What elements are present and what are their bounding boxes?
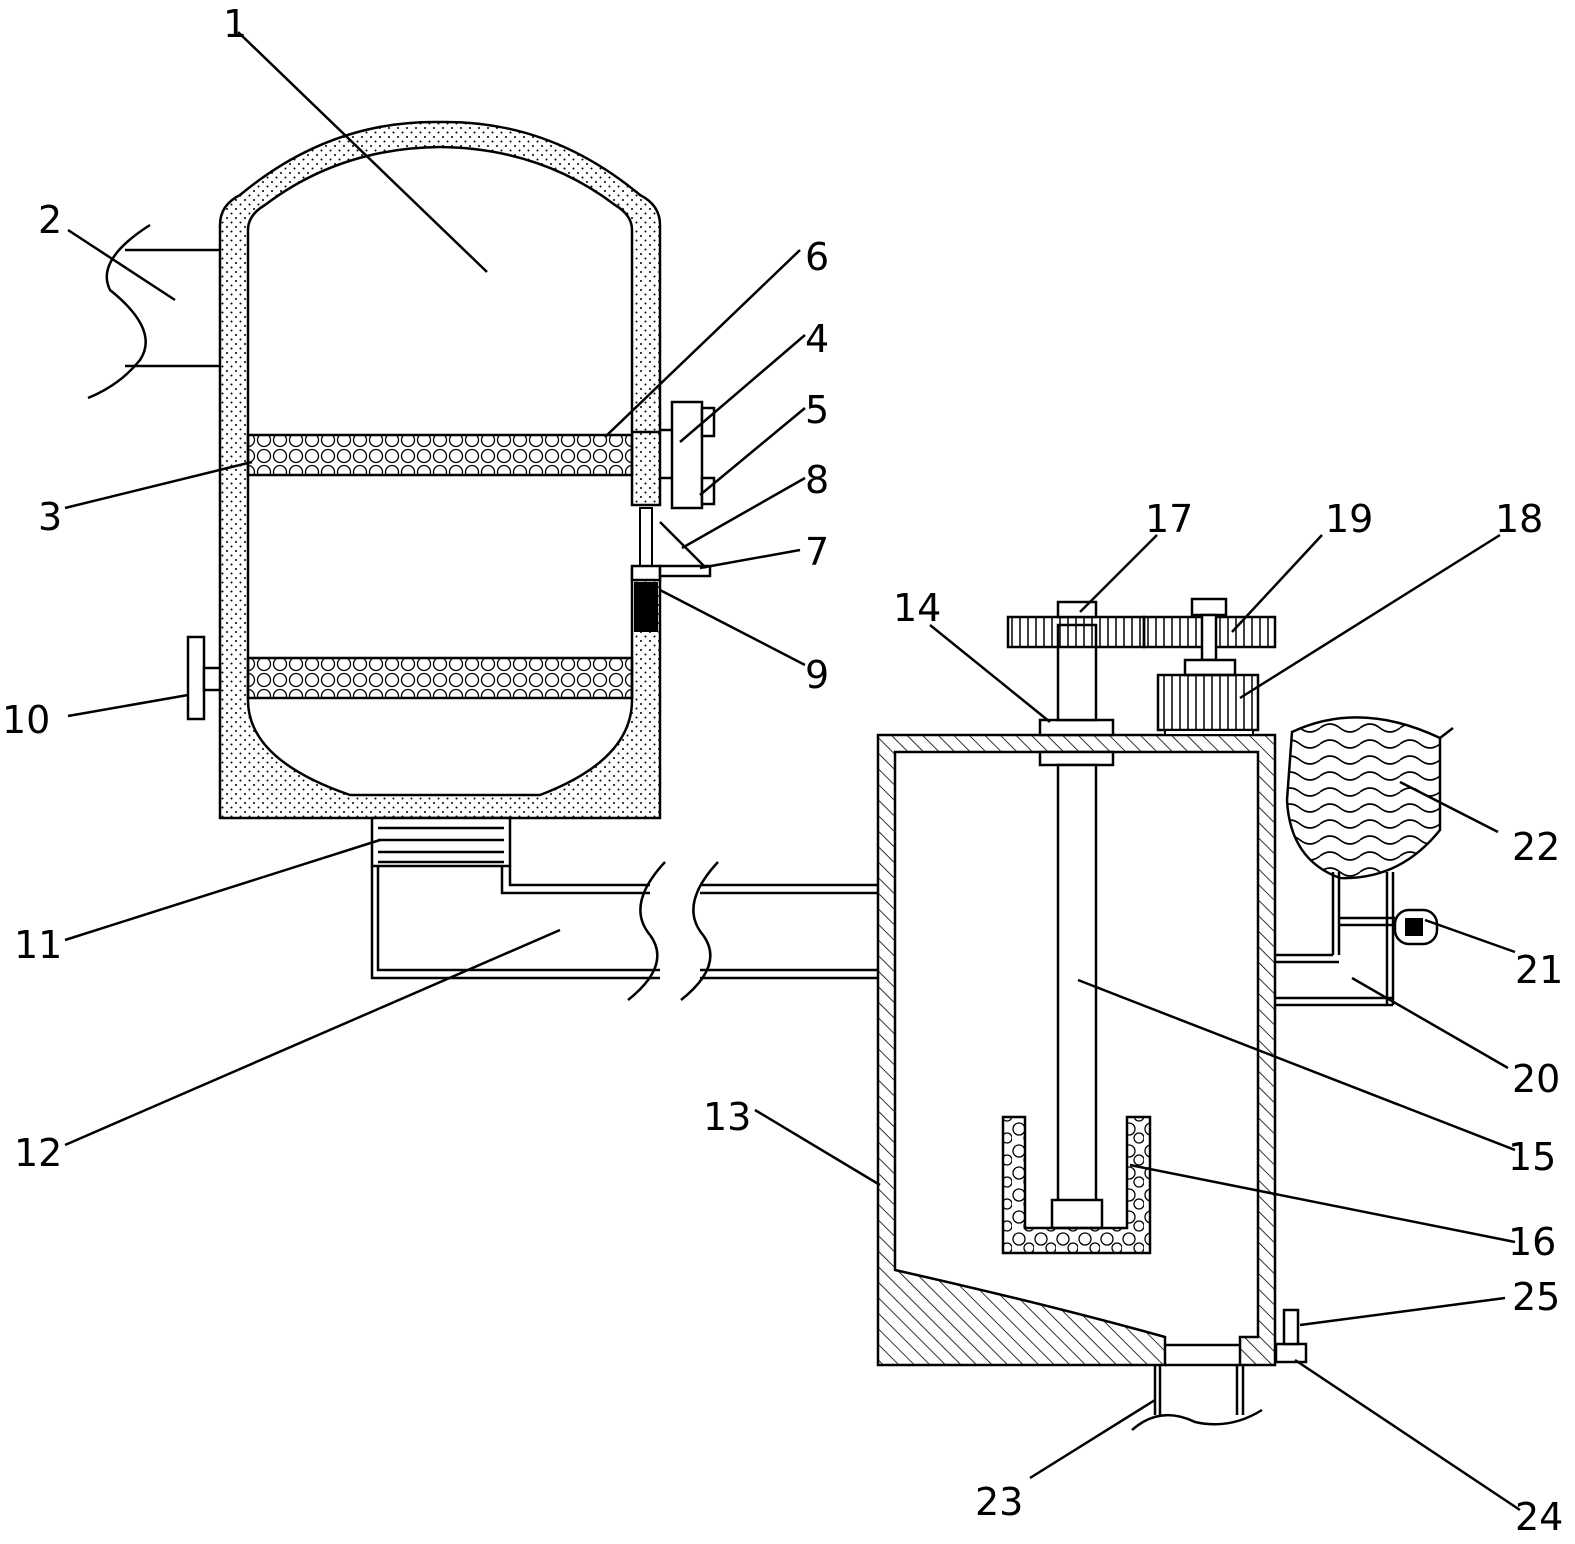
label-7: 7 [805, 530, 829, 574]
label-4: 4 [805, 317, 829, 361]
label-24: 24 [1515, 1495, 1563, 1539]
connecting-pipe [370, 861, 878, 1001]
label-11: 11 [14, 923, 62, 967]
lower-filter-layer [246, 656, 634, 700]
drain-valve [186, 635, 222, 721]
label-10: 10 [2, 698, 50, 742]
label-21: 21 [1515, 948, 1563, 992]
settling-tank [87, 120, 716, 868]
label-18: 18 [1495, 497, 1543, 541]
motor [1156, 673, 1260, 732]
label-25: 25 [1512, 1275, 1560, 1319]
label-3: 3 [38, 495, 62, 539]
upper-filter-layer [246, 433, 634, 477]
label-14: 14 [893, 586, 941, 630]
label-5: 5 [805, 388, 829, 432]
label-9: 9 [805, 653, 829, 697]
reagent-hopper [1285, 716, 1442, 880]
label-19: 19 [1325, 497, 1373, 541]
label-16: 16 [1508, 1220, 1556, 1264]
bottom-connector [370, 816, 512, 868]
label-23: 23 [975, 1480, 1023, 1524]
label-1: 1 [223, 2, 247, 46]
outlet-valve-base [1274, 1342, 1308, 1364]
leader-lines [64, 31, 1521, 1512]
stirrer [1001, 623, 1152, 1255]
label-15: 15 [1508, 1135, 1556, 1179]
mixing-tank-wall [876, 733, 1277, 1367]
label-2: 2 [38, 198, 62, 242]
drive-assembly [1006, 597, 1277, 736]
label-13: 13 [703, 1095, 751, 1139]
label-20: 20 [1512, 1057, 1560, 1101]
label-22: 22 [1512, 825, 1560, 869]
label-8: 8 [805, 458, 829, 502]
label-12: 12 [14, 1131, 62, 1175]
gear-large [1006, 615, 1146, 649]
overflow-assembly [630, 507, 712, 632]
tank-wall [218, 120, 662, 820]
outlet-valve-handle [1282, 1308, 1300, 1346]
side-controller [660, 400, 716, 510]
dosing-unit [1275, 716, 1454, 1007]
inlet-pipe [87, 223, 220, 400]
mixing-tank [876, 733, 1308, 1431]
label-6: 6 [805, 235, 829, 279]
label-17: 17 [1145, 497, 1193, 541]
outlet-pipe [1131, 1365, 1263, 1431]
